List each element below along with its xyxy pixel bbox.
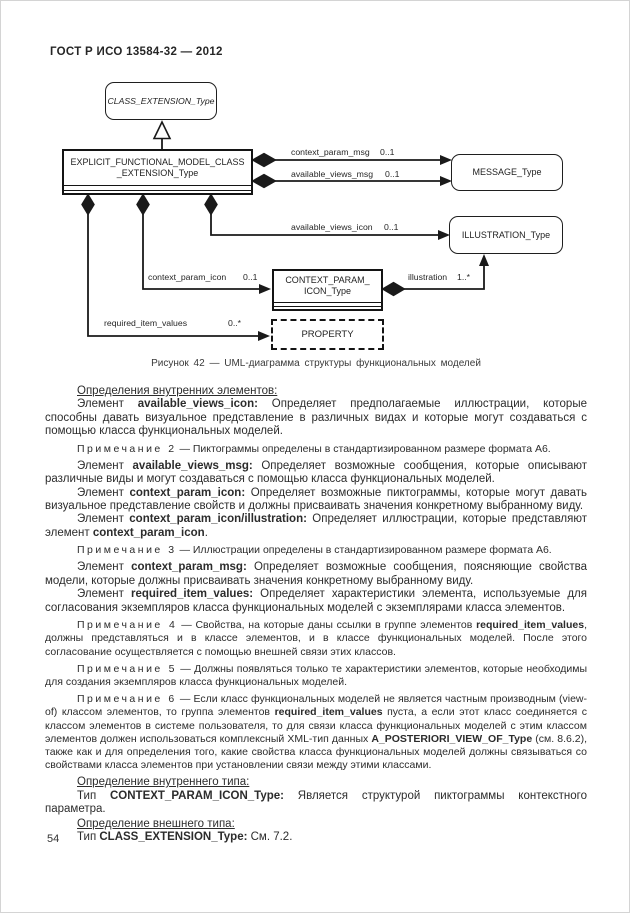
- section-heading: Определение внешнего типа:: [77, 817, 235, 830]
- page-number: 54: [47, 833, 60, 845]
- class-label: MESSAGE_Type: [472, 167, 542, 177]
- arrowhead-icon: [259, 284, 271, 294]
- note: Примечание 6 — Если класс функциональных…: [45, 693, 587, 772]
- edge-available-views-msg: [251, 173, 452, 189]
- paragraph: Элемент context_param_icon/illustration:…: [45, 513, 588, 539]
- uml-class-illustration: ILLUSTRATION_Type: [449, 216, 563, 254]
- compartment-divider: [274, 305, 381, 307]
- paragraph: Тип CONTEXT_PARAM_ICON_Type: Является ст…: [45, 789, 587, 816]
- class-label: PROPERTY: [301, 329, 354, 340]
- section-heading: Определения внутренних элементов:: [77, 385, 278, 397]
- composition-diamond-icon: [136, 193, 150, 216]
- composition-diamond-icon: [81, 193, 95, 216]
- compartment-divider: [274, 301, 381, 303]
- uml-connectors: [81, 120, 489, 341]
- edge-label-available-views-msg: available_views_msg: [291, 169, 374, 179]
- edge-multiplicity: 0..1: [385, 169, 400, 179]
- composition-diamond-icon: [204, 193, 218, 216]
- paragraph: Элемент context_param_icon: Определяет в…: [45, 486, 587, 513]
- note: Примечание 3 — Иллюстрации определены в …: [77, 544, 552, 557]
- edge-illustration: [381, 254, 489, 297]
- arrowhead-icon: [258, 331, 270, 341]
- compartment-divider: [64, 189, 251, 191]
- paragraph: Элемент available_views_msg: Определяет …: [45, 459, 587, 486]
- composition-diamond-icon: [251, 173, 277, 189]
- class-label: CLASS_EXTENSION_Type: [107, 95, 215, 106]
- composition-diamond-icon: [381, 281, 406, 297]
- paragraph: Элемент required_item_values: Определяет…: [45, 588, 587, 614]
- edge-multiplicity: 0..1: [384, 222, 399, 232]
- paragraph: Элемент available_views_icon: Определяет…: [45, 398, 587, 438]
- document-header: ГОСТ Р ИСО 13584-32 — 2012: [50, 46, 223, 58]
- compartment-divider: [64, 184, 251, 186]
- paragraph: Элемент context_param_msg: Определяет во…: [45, 561, 587, 587]
- body-text: Определения внутренних элементов: Элемен…: [45, 384, 587, 844]
- edge-multiplicity: 1..*: [457, 272, 471, 282]
- figure-caption: Рисунок 42 — UML-диаграмма структуры фун…: [151, 358, 481, 369]
- uml-class-property: PROPERTY: [271, 319, 384, 350]
- note: Примечание 5 — Должны появляться только …: [45, 662, 587, 688]
- edge-context-param-icon: [136, 193, 271, 294]
- edge-required-item-values: [81, 193, 270, 341]
- generalization-triangle-icon: [152, 120, 172, 140]
- uml-class-context-param-icon: CONTEXT_PARAM_ ICON_Type: [272, 269, 383, 311]
- class-label: EXPLICIT_FUNCTIONAL_MODEL_CLASS _EXTENSI…: [70, 156, 245, 178]
- arrowhead-icon: [440, 155, 452, 165]
- note: Примечание 2 — Пиктограммы определены в …: [77, 442, 551, 455]
- edge-multiplicity: 0..1: [243, 272, 258, 282]
- arrowhead-icon: [479, 254, 489, 266]
- section-heading: Определение внутреннего типа:: [77, 776, 250, 789]
- composition-diamond-icon: [251, 152, 277, 168]
- edge-generalization: [152, 120, 172, 150]
- uml-class-class-extension: CLASS_EXTENSION_Type: [105, 82, 217, 120]
- edge-context-param-msg: [251, 152, 452, 168]
- edge-label-illustration: illustration: [408, 272, 448, 282]
- class-label: CONTEXT_PARAM_ ICON_Type: [285, 275, 370, 296]
- edge-available-views-icon: [204, 193, 450, 240]
- edge-multiplicity: 0..1: [380, 147, 395, 157]
- note: Примечание 4 — Свойства, на которые даны…: [45, 619, 587, 658]
- edge-label-context-param-icon: context_param_icon: [148, 272, 227, 282]
- edge-label-required-item-values: required_item_values: [104, 318, 188, 328]
- uml-class-explicit-functional-model: EXPLICIT_FUNCTIONAL_MODEL_CLASS _EXTENSI…: [62, 149, 253, 195]
- arrowhead-icon: [440, 176, 452, 186]
- paragraph: Тип CLASS_EXTENSION_Type: См. 7.2.: [77, 830, 293, 843]
- arrowhead-icon: [438, 230, 450, 240]
- uml-diagram: CLASS_EXTENSION_Type EXPLICIT_FUNCTIONAL…: [1, 61, 629, 381]
- class-label: ILLUSTRATION_Type: [461, 229, 551, 240]
- edge-multiplicity: 0..*: [228, 318, 242, 328]
- edge-label-available-views-icon: available_views_icon: [291, 222, 373, 232]
- edge-label-context-param-msg: context_param_msg: [291, 147, 370, 157]
- uml-class-message: MESSAGE_Type: [451, 154, 563, 191]
